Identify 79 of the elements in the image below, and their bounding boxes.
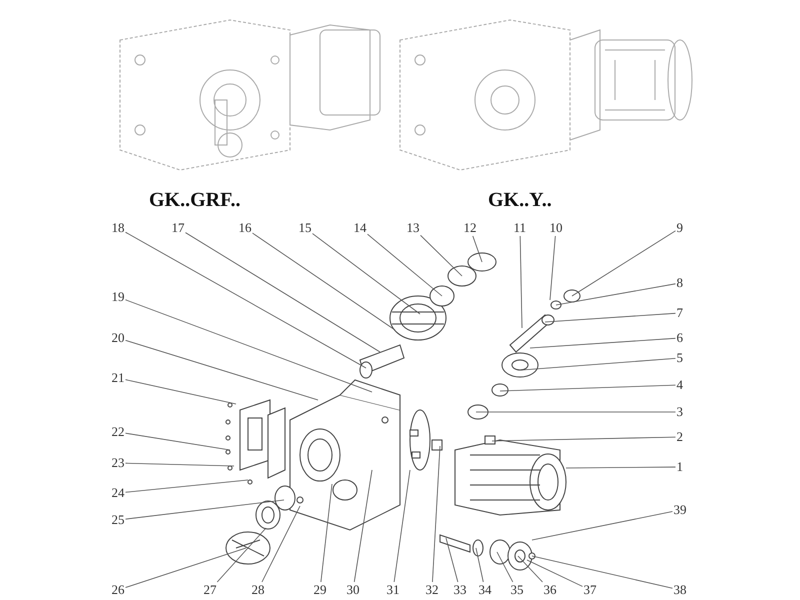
callout-number: 10 — [550, 221, 562, 235]
callout-number: 6 — [676, 331, 683, 345]
callout-number: 24 — [112, 486, 124, 500]
leader-line — [472, 236, 482, 262]
leader-line — [572, 230, 676, 296]
leader-line — [367, 234, 442, 296]
leader-line — [125, 480, 248, 493]
leader-line — [252, 232, 396, 330]
callout-number: 4 — [676, 378, 683, 392]
leader-line — [320, 484, 332, 582]
callout-number: 23 — [112, 456, 124, 470]
leader-line — [530, 338, 676, 348]
callout-number: 2 — [676, 430, 683, 444]
leader-line — [500, 384, 676, 392]
callout-number: 1 — [676, 460, 683, 474]
callout-number: 7 — [676, 306, 683, 320]
leader-line — [526, 560, 583, 587]
leader-line — [125, 462, 234, 466]
leader-line — [556, 283, 676, 306]
callout-number: 16 — [238, 221, 252, 235]
callout-number: 14 — [354, 221, 366, 235]
callout-number: 27 — [204, 583, 216, 597]
callout-number: 36 — [544, 583, 556, 597]
leader-line — [125, 299, 372, 392]
callout-number: 35 — [510, 583, 524, 597]
leader-line — [125, 232, 366, 368]
model-designation: GK..GRF.. — [149, 189, 240, 212]
callout-number: 22 — [112, 425, 124, 439]
callout-number: 28 — [252, 583, 264, 597]
model-designation: GK..Y.. — [488, 189, 552, 212]
callout-number: 29 — [314, 583, 326, 597]
callout-number: 19 — [112, 290, 124, 304]
leader-line — [125, 500, 284, 520]
leader-line — [518, 556, 543, 582]
leader-line — [185, 232, 380, 352]
callout-number: 30 — [346, 583, 360, 597]
leader-line — [532, 511, 673, 540]
callout-number: 17 — [172, 221, 184, 235]
leader-line — [125, 379, 236, 404]
callout-number: 37 — [584, 583, 596, 597]
leader-line — [420, 234, 462, 276]
callout-number: 32 — [426, 583, 438, 597]
leader-line — [566, 466, 676, 468]
callout-number: 9 — [676, 221, 683, 235]
callout-number: 33 — [454, 583, 466, 597]
leader-line — [216, 528, 266, 582]
callout-number: 20 — [112, 331, 124, 345]
leader-line — [532, 556, 673, 589]
leader-line — [522, 358, 676, 370]
leader-line — [354, 470, 372, 582]
leader-line — [125, 340, 318, 400]
callout-number: 38 — [674, 583, 686, 597]
leader-line — [550, 236, 556, 300]
callout-number: 5 — [676, 351, 683, 365]
callout-number: 25 — [112, 513, 124, 527]
callout-number: 8 — [676, 276, 683, 290]
leader-line — [544, 312, 676, 322]
leader-line — [492, 436, 676, 442]
callout-number: 21 — [112, 371, 124, 385]
leader-line — [496, 552, 514, 582]
callout-number: 15 — [298, 221, 312, 235]
leader-line — [312, 233, 420, 314]
leader-line — [520, 236, 522, 328]
callout-number: 18 — [112, 221, 124, 235]
leader-line — [446, 538, 458, 582]
callout-number: 3 — [676, 405, 683, 419]
leader-line — [125, 432, 230, 450]
callout-number: 31 — [386, 583, 400, 597]
leader-line — [476, 548, 484, 582]
callout-number: 11 — [514, 221, 526, 235]
leader-line — [432, 446, 440, 582]
leader-line — [262, 506, 300, 582]
callout-number: 34 — [478, 583, 492, 597]
callout-number: 12 — [464, 221, 476, 235]
callout-number: 26 — [112, 583, 124, 597]
leader-line — [125, 548, 246, 588]
leader-line — [394, 470, 410, 582]
callout-number: 13 — [406, 221, 420, 235]
callout-number: 39 — [674, 503, 686, 517]
